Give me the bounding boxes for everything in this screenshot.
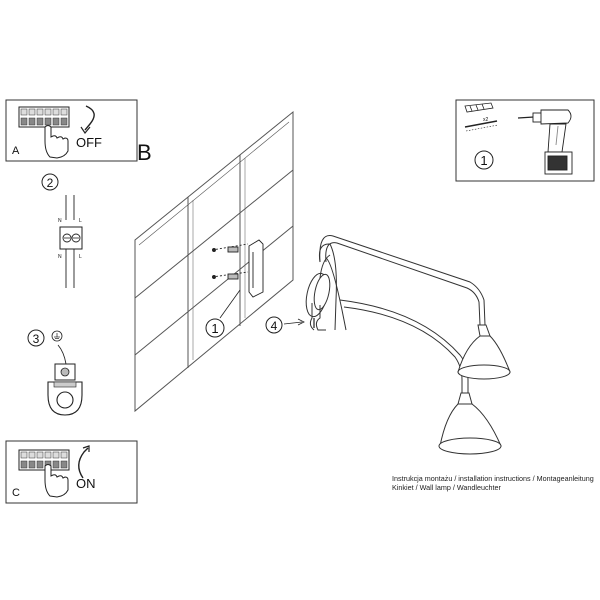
breaker-switch-icon (18, 449, 70, 471)
panel-a: A OFF (5, 99, 138, 162)
panel-c: C ON (5, 440, 138, 504)
breaker-switch-icon (18, 106, 70, 128)
mounting-bracket (211, 239, 264, 298)
wire-label-l-bottom: L (79, 254, 82, 260)
drill-icon (517, 109, 573, 175)
caption-line-2: Kinkiet / Wall lamp / Wandleuchter (392, 483, 501, 492)
panel-a-letter: A (12, 145, 20, 157)
wire-label-n-bottom: N (58, 254, 62, 260)
wiring-step: 2 N L N L (41, 173, 83, 288)
panel-c-letter: C (12, 487, 20, 499)
step-1-number: 1 (211, 321, 218, 336)
on-label: ON (76, 476, 96, 491)
ground-terminal-icon (47, 363, 83, 416)
wire-label-l: L (79, 218, 82, 224)
terminal-block-icon (59, 226, 83, 250)
off-label: OFF (76, 135, 102, 150)
wall-grid (134, 110, 294, 413)
step-4-number: 4 (271, 319, 278, 333)
step-3-number: 3 (33, 332, 40, 346)
panel-b-letter: B (137, 140, 152, 165)
wall-lamp (305, 235, 511, 455)
ground-step: 3 (27, 329, 83, 416)
screw-anchor-icon (464, 102, 499, 132)
step-2-number: 2 (47, 176, 54, 190)
caption-line-1: Instrukcja montażu / installation instru… (392, 474, 594, 483)
wire-label-n: N (58, 218, 62, 224)
curved-arrow-icon (78, 447, 89, 479)
curved-arrow-icon (84, 105, 95, 131)
tools-panel: x2 1 (455, 99, 595, 182)
hand-icon (44, 125, 69, 159)
ground-symbol-icon (51, 330, 63, 342)
tools-step-number: 1 (480, 153, 487, 168)
screw-count: x2 (483, 117, 489, 123)
